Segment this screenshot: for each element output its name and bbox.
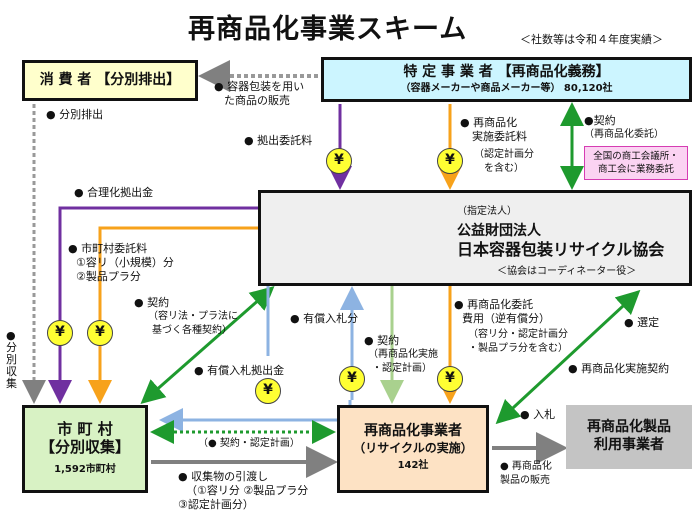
recycler-line1: 再商品化事業者 [364,423,462,439]
city-box: 市 町 村 【分別収集】 1,592市町村 [22,405,148,493]
yen-icon: ¥ [437,366,463,392]
label-product-sales-1: ● 再商品化 [500,461,552,472]
recycler-line2: （リサイクルの実施） [353,441,473,455]
yen-icon: ¥ [255,378,281,404]
user-line2: 利用事業者 [594,437,664,453]
specific-sub: （容器メーカーや商品メーカー等） 80,120社 [400,83,613,94]
product-user-box: 再商品化製品 利用事業者 [566,405,692,469]
label-rec-fee-4: ・製品プラ分を含む） [468,343,568,354]
yen-icon: ¥ [87,320,113,346]
assoc-line2: 日本容器包装リサイクル協会 [457,240,665,259]
yen-icon: ¥ [326,148,352,174]
label-product-sales-2: 製品の販売 [500,475,550,486]
specific-label: 特 定 事 業 者 【再商品化義務】 [403,64,610,80]
label-selection: ● 選定 [624,316,660,329]
label-rec-fee-1: ● 再商品化委託 [454,298,534,311]
assoc-role: ＜協会はコーディネーター役＞ [497,266,637,277]
label-city-rec-contract: （● 契約・認定計画） [198,438,300,449]
label-city-fee-3: ②製品プラ分 [76,270,141,283]
label-handover-2: （①容リ分 ②製品プラ分 [186,484,309,497]
label-handover-1: ● 収集物の引渡し [178,470,269,483]
label-rec-contract-2: （再商品化実施 [368,349,438,360]
label-rationalization: ● 合理化拠出金 [74,186,154,199]
assoc-designated: （指定法人） [457,206,517,217]
label-sales-2: た商品の販売 [224,94,290,107]
yen-icon: ¥ [47,320,73,346]
label-city-contract-2: （容リ法・プラ法に [148,311,238,322]
label-bid: ● 入札 [520,408,556,421]
yen-icon: ¥ [437,148,463,174]
arrow-city-contract [140,286,275,404]
label-contract-1: ●契約 [584,114,616,127]
label-rec-fee-3: （容リ分・認定計画分 [468,329,568,340]
page-note: ＜社数等は令和４年度実績＞ [520,33,663,46]
label-rec-contract-3: ・認定計画） [372,363,432,374]
label-handover-3: ③認定計画分） [178,498,254,511]
specific-business-box: 特 定 事 業 者 【再商品化義務】 （容器メーカーや商品メーカー等） 80,1… [321,57,692,102]
label-collection: ● 分別収集 [6,329,17,390]
yen-icon: ¥ [339,366,365,392]
label-sales-1: ● 容器包装を用い [214,80,305,93]
label-impl-contract: ● 再商品化実施契約 [568,362,670,375]
label-city-contract-1: ● 契約 [134,296,170,309]
label-city-contract-3: 基づく各種契約） [152,325,232,336]
label-city-fee-1: ● 市町村委託料 [68,242,148,255]
user-line1: 再商品化製品 [587,419,671,435]
label-bid-contribution: ● 有償入札拠出金 [194,364,285,377]
city-count: 1,592市町村 [54,464,116,475]
city-line1: 市 町 村 [57,420,113,438]
consumer-box: 消 費 者 【分別排出】 [22,60,198,101]
label-contract-2: （再商品化委託） [584,129,664,140]
recycler-box: 再商品化事業者 （リサイクルの実施） 142社 [337,405,489,493]
label-fee-3: （認定計画分 [474,149,534,160]
assoc-line1: 公益財団法人 [457,223,541,239]
recycler-count: 142社 [397,460,429,471]
label-city-fee-2: ①容リ（小規模）分 [76,256,174,269]
label-bid-payment: ● 有償入札分 [290,312,359,325]
pink-line2: 商工会に業務委託 [597,164,674,175]
label-fee-4: を含む） [484,163,524,174]
label-fee-2: 実施委託料 [472,130,527,143]
consumer-label: 消 費 者 【分別排出】 [39,72,181,88]
city-line2: 【分別収集】 [39,438,130,456]
chamber-note: 全国の商工会議所・ 商工会に業務委託 [584,146,688,180]
label-fee-1: ● 再商品化 [460,116,518,129]
page-title: 再商品化事業スキーム [188,14,468,45]
label-contribution: ● 拠出委託料 [244,134,313,147]
label-rec-fee-2: 費用（逆有償分） [462,312,550,325]
arrow-selection [495,289,641,425]
label-discharge: ● 分別排出 [46,108,104,121]
association-box: （指定法人） 公益財団法人 日本容器包装リサイクル協会 ＜協会はコーディネーター… [258,190,692,286]
label-rec-contract-1: ● 契約 [364,334,400,347]
pink-line1: 全国の商工会議所・ [593,151,679,162]
